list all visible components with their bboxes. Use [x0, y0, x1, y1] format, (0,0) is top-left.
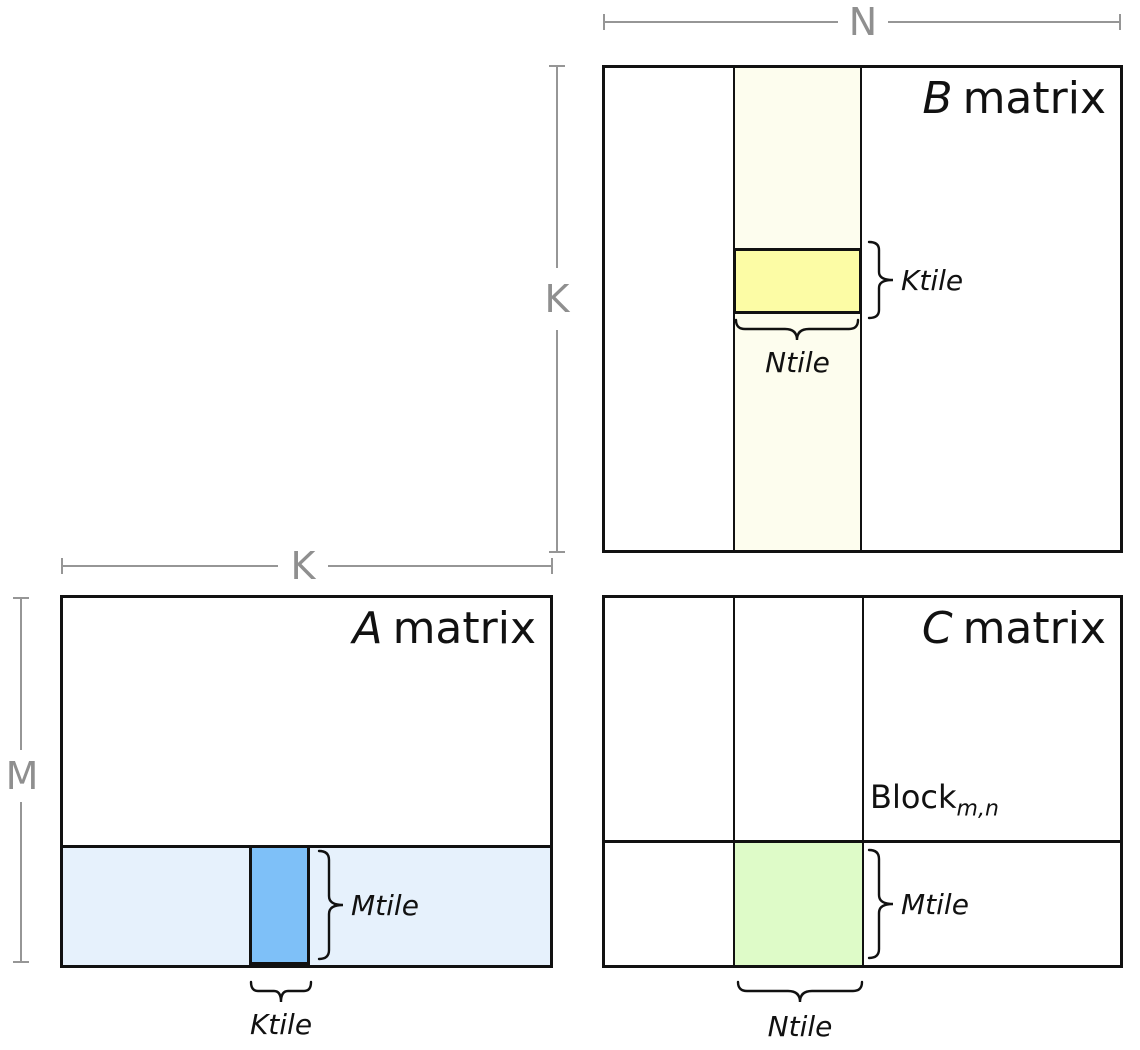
b-ntile-label: Ntile — [765, 346, 830, 379]
k-b-dimension-label: K — [544, 277, 570, 321]
n-ruler-right-tick — [1119, 14, 1121, 30]
k-a-ruler-left-segment — [61, 565, 278, 567]
c-mtile-label: Mtile — [901, 887, 969, 921]
c-matrix-title-letter: C — [921, 603, 953, 654]
c-column-line-left — [733, 598, 735, 965]
a-mtile-label: Mtile — [351, 888, 419, 922]
m-ruler-bottom-tick — [13, 961, 29, 963]
c-block-label-subscript: m,n — [956, 796, 999, 822]
c-block-tile — [733, 840, 864, 965]
k-a-dimension-label: K — [290, 544, 316, 588]
k-a-ruler-right-tick — [551, 558, 553, 574]
c-ntile-brace-icon — [736, 980, 864, 1003]
m-dimension-label: M — [5, 754, 39, 798]
a-matrix-title-letter: A — [352, 603, 383, 654]
b-ktile-brace-icon — [867, 240, 894, 320]
c-column-line-right — [862, 598, 864, 965]
c-block-label: Blockm,n — [870, 778, 999, 821]
n-ruler-right-segment — [888, 21, 1121, 23]
c-matrix-title-word: matrix — [962, 603, 1106, 654]
b-ktile-label: Ktile — [901, 263, 964, 297]
n-dimension-label: N — [848, 0, 878, 44]
a-mtile-brace-icon — [317, 849, 344, 961]
c-mtile-brace-icon — [867, 848, 894, 960]
a-mtile-tile — [249, 845, 310, 965]
c-ntile-label: Ntile — [767, 1010, 833, 1043]
k-b-ruler-bottom-segment — [556, 330, 558, 551]
b-matrix-title-word: matrix — [962, 73, 1106, 124]
c-row-line — [605, 840, 1120, 843]
k-b-ruler-bottom-tick — [549, 551, 565, 553]
a-matrix-title-word: matrix — [392, 603, 536, 654]
m-ruler-bottom-segment — [20, 802, 22, 963]
m-ruler-top-segment — [20, 597, 22, 750]
b-ktile-tile — [733, 248, 862, 314]
b-ntile-brace-icon — [734, 318, 860, 341]
k-a-ruler-right-segment — [328, 565, 553, 567]
k-b-ruler-top-segment — [556, 65, 558, 268]
n-ruler-left-segment — [603, 21, 838, 23]
a-ktile-brace-icon — [249, 980, 313, 1003]
c-block-label-base: Block — [870, 778, 957, 816]
b-matrix-title-letter: B — [922, 73, 953, 124]
a-ktile-label: Ktile — [249, 1008, 313, 1041]
